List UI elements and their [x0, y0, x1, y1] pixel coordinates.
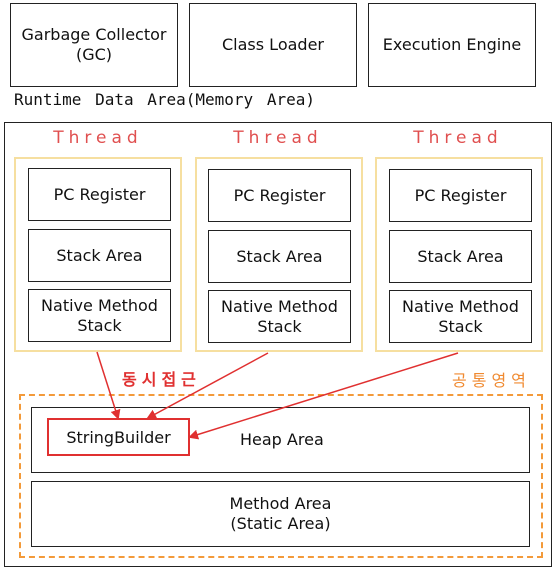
- concurrent-access-label: 동시접근: [122, 370, 201, 389]
- method-area: Method Area (Static Area): [31, 481, 530, 547]
- thread-title-3: Thread: [413, 128, 503, 148]
- arrow-thread-1: [96, 351, 121, 420]
- stack-area-2: Stack Area: [208, 230, 351, 283]
- native-method-stack-1: Native Method Stack: [28, 289, 171, 342]
- shared-area-label: 공통영역: [452, 371, 531, 390]
- native-method-stack-2: Native Method Stack: [208, 290, 351, 343]
- stack-area-3: Stack Area: [389, 230, 532, 283]
- arrow-thread-3: [188, 352, 459, 440]
- stack-area-1: Stack Area: [28, 229, 171, 282]
- pc-register-3: PC Register: [389, 169, 532, 222]
- runtime-data-area-label: Runtime Data Area(Memory Area): [14, 90, 315, 109]
- thread-title-1: Thread: [53, 128, 143, 148]
- pc-register-2: PC Register: [208, 169, 351, 222]
- thread-frame-1: [14, 157, 182, 352]
- runtime-data-area-frame: [4, 122, 552, 567]
- thread-title-2: Thread: [233, 128, 323, 148]
- garbage-collector-box: Garbage Collector (GC): [10, 3, 178, 87]
- execution-engine-box: Execution Engine: [368, 3, 536, 87]
- pc-register-1: PC Register: [28, 168, 171, 221]
- class-loader-box: Class Loader: [189, 3, 357, 87]
- native-method-stack-3: Native Method Stack: [389, 290, 532, 343]
- arrow-thread-2: [146, 352, 269, 419]
- heap-area-label: Heap Area: [240, 430, 324, 449]
- thread-frame-2: [195, 157, 363, 352]
- thread-frame-3: [375, 157, 543, 352]
- shared-area-frame: [19, 394, 543, 558]
- string-builder-box: StringBuilder: [47, 418, 190, 456]
